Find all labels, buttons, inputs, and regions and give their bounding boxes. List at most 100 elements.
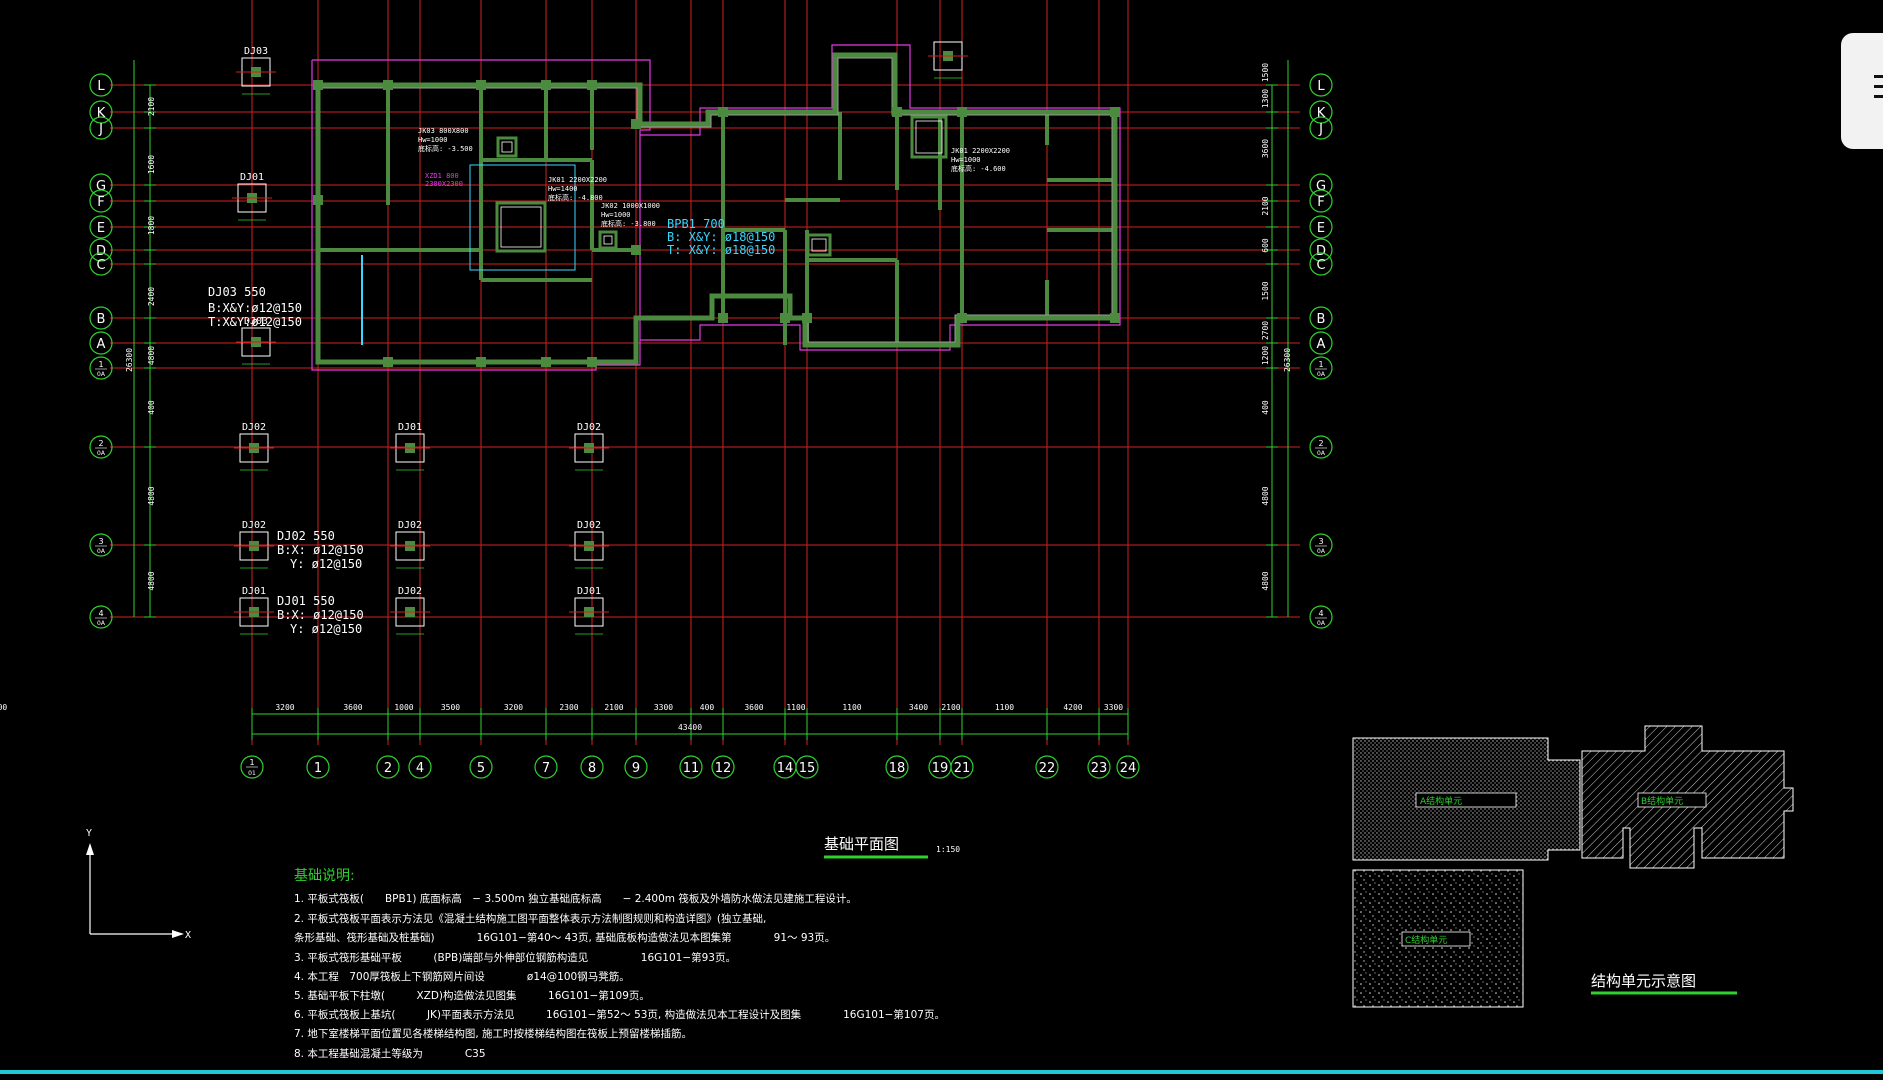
bottom-dim-text: 2100 [941,703,960,712]
grid-bubble-row-label: 3 [98,537,103,546]
grid-bubble-col-23 [1087,755,1111,779]
key-unit-b-label: B结构单元 [1641,795,1683,807]
left-dim-text: 4800 [147,571,156,590]
grid-bubble-row-K [89,100,113,124]
grid-bubble-row-label: A [1317,337,1326,352]
bottom-dim-text: 2300 [559,703,578,712]
isolated-footing: DJ03 [236,46,276,95]
bottom-dim-text: 3300 [1104,703,1123,712]
footing-label: DJ03 [244,46,268,57]
grid-bubble-row-1-0A [1309,356,1333,380]
column-stub [892,107,902,117]
isolated-footing [928,41,968,79]
right-dim-text: 1500 [1261,281,1270,300]
column-stub [780,313,790,323]
plan-scale: 1:150 [936,845,960,854]
plan-title: 基础平面图 [824,835,899,853]
jk01-mid-line2: Hw=1400 [548,185,578,193]
bottom-dim-text: 3600 [744,703,763,712]
bottom-total-dim-text: 43400 [678,723,702,732]
grid-bubble-row-label: 4 [1318,609,1323,618]
grid-bubble-row-sublabel: 0A [97,620,106,627]
footing-label: DJ02 [577,520,601,531]
grid-bubble-row-J [1309,116,1333,140]
grid-bubble-row-C [1309,252,1333,276]
isolated-footing: DJ01 [232,172,272,221]
right-dim-text: 2100 [1261,196,1270,215]
column-stub [476,357,486,367]
grid-bubble-row-sublabel: 0A [1317,450,1326,457]
grid-bubble-row-B [89,306,113,330]
grid-bubble-col-label: 22 [1039,761,1056,776]
left-dim-text: 400 [147,400,156,415]
grid-bubble-row-sublabel: 0A [1317,548,1326,555]
grid-bubble-col-label: 2 [384,761,392,776]
grid-bubble-row-sublabel: 0A [97,548,106,555]
bottom-dim-text: 1000 [394,703,413,712]
bottom-dim-text: 4200 [1063,703,1082,712]
grid-bubble-col-label: 21 [954,761,971,776]
grid-bubble-col-1 [306,755,330,779]
grid-bubble-row-label: G [96,179,106,194]
note-2: 2. 平板式筏板平面表示方法见《混凝土结构施工图平面整体表示方法制图规则和构造详… [294,912,766,925]
bottom-dim-text: 2100 [604,703,623,712]
grid-bubble-row-sublabel: 0A [1317,620,1326,627]
grid-bubble-col-12 [711,755,735,779]
column-stub [383,357,393,367]
dj01-spec-line1: DJ01 550 [277,594,335,608]
bpb1-spec-line3: T: X&Y: ø18@150 [667,243,775,257]
grid-bubble-col-21 [950,755,974,779]
grid-bubble-row-sublabel: 0A [1317,371,1326,378]
jk01-mid-line3: 底标高: -4.800 [548,193,603,202]
isolated-footing: DJ01 [234,586,274,635]
footing-label: DJ01 [242,586,266,597]
grid-bubble-row-label: L [1317,79,1325,94]
grid-bubble-row-K [1309,100,1333,124]
footing-label: DJ01 [398,422,422,433]
structure-unit-key-plan: A结构单元 B结构单元 C结构单元 结构单元示意图 [1352,725,1794,1008]
left-dim-text: 2400 [147,287,156,306]
grid-bubble-row-A [89,331,113,355]
column-stub [1110,313,1120,323]
raft-outline-a [311,59,651,371]
key-unit-a-label: A结构单元 [1420,795,1462,807]
bottom-dim-text: 3200 [504,703,523,712]
bpb1-spec-line2: B: X&Y: ø18@150 [667,230,775,244]
grid-bubble-row-label: F [1317,195,1324,210]
footing-label: DJ02 [242,520,266,531]
dj03-spec-line3: T:X&Y:ø12@150 [208,315,302,329]
column-stub [957,313,967,323]
side-panel-handle[interactable] [1841,33,1883,149]
grid-bubble-row-3-0A [1309,533,1333,557]
foundation-pit-bottom [811,238,827,252]
right-dim-text: 4800 [1261,486,1270,505]
raft-outline-b [640,44,1121,351]
grid-bubble-row-C [89,252,113,276]
left-dim-text: 1800 [147,216,156,235]
grid-bubble-row-label: A [97,337,106,352]
bottom-dim-text: 1100 [842,703,861,712]
dj02-spec-line1: DJ02 550 [277,529,335,543]
column-stub [313,80,323,90]
xzd-line2: 2300X2300 [425,180,463,188]
footing-label: DJ02 [398,586,422,597]
grid-bubble-col-label: 11 [683,761,700,776]
grid-bubble-col-label: 19 [932,761,949,776]
grid-bubble-row-label: B [1317,312,1326,327]
grid-bubble-row-4-0A [1309,605,1333,629]
pier-outline [469,164,576,271]
grid-bubble-col-label: 14 [777,761,794,776]
right-dim-text: 600 [1261,238,1270,253]
wall-inner-edge [321,57,1113,343]
right-dim-text: 4800 [1261,571,1270,590]
column-stub [718,313,728,323]
left-total-dim-text: 26300 [125,348,134,372]
column-stub [383,80,393,90]
notes-heading: 基础说明: [294,867,355,884]
footing-label: DJ01 [240,172,264,183]
foundation-pit-bottom [603,235,613,245]
grid-bubble-row-E [1309,215,1333,239]
